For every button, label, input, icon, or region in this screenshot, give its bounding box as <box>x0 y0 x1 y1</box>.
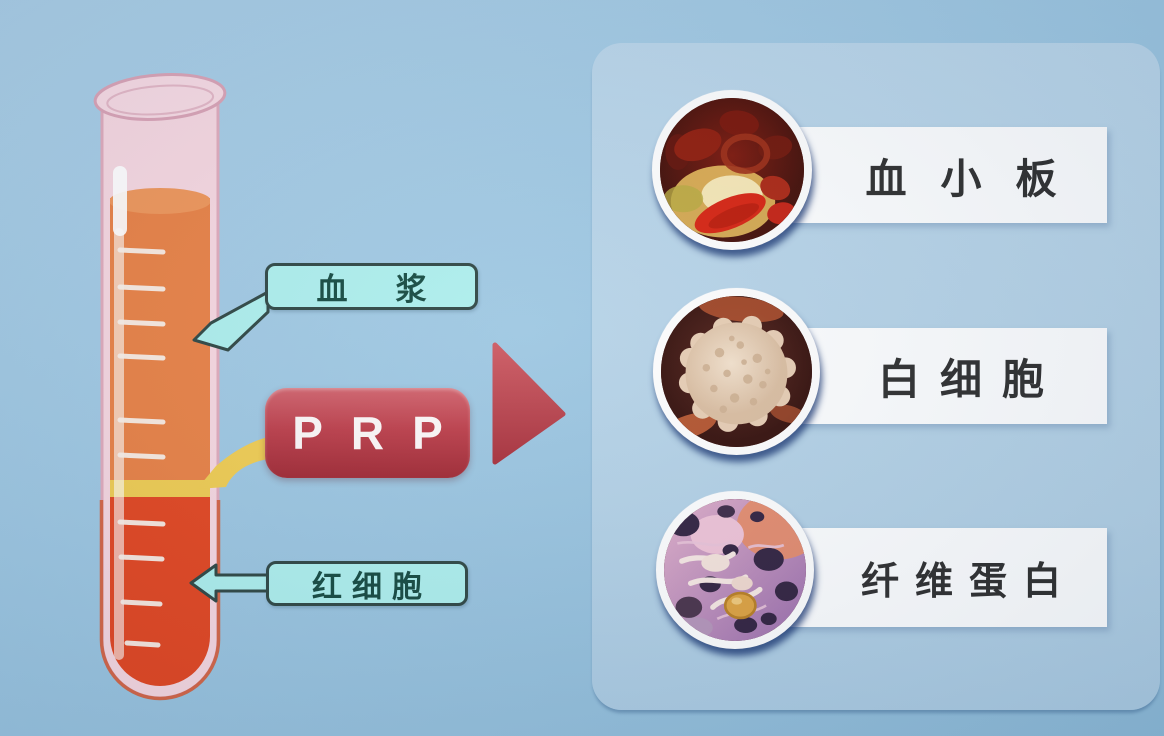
glass-highlight-long <box>114 228 124 660</box>
plasma-surface <box>110 188 210 214</box>
prp-box-text: PRP <box>292 407 471 459</box>
platelets-image-art <box>660 98 804 242</box>
buffy-coat-layer <box>110 480 210 499</box>
plasma-label: 血浆 <box>265 263 478 310</box>
tube-bottom-edge <box>99 500 221 701</box>
glass-highlight <box>113 166 127 236</box>
platelets-image <box>652 90 812 250</box>
fibrin-image-art <box>664 499 806 641</box>
components-panel: 血小板 白细胞 纤维蛋白 <box>592 43 1160 710</box>
test-tube-illustration <box>93 73 227 701</box>
plasma-label-text: 血浆 <box>316 272 475 307</box>
tube-rim <box>93 73 227 121</box>
rbc-label: 红细胞 <box>266 561 468 606</box>
wbc-label: 白细胞 <box>877 357 1064 404</box>
fibrin-label: 纤维蛋白 <box>860 561 1077 603</box>
prp-box: PRP <box>265 388 470 478</box>
right-arrow-icon <box>492 342 566 465</box>
platelets-label: 血小板 <box>865 156 1091 202</box>
wbc-image-art <box>661 296 812 447</box>
fibrin-image <box>656 491 814 649</box>
tick-marks <box>117 247 166 648</box>
rbc-label-text: 红细胞 <box>312 570 432 604</box>
wbc-image <box>653 288 820 455</box>
